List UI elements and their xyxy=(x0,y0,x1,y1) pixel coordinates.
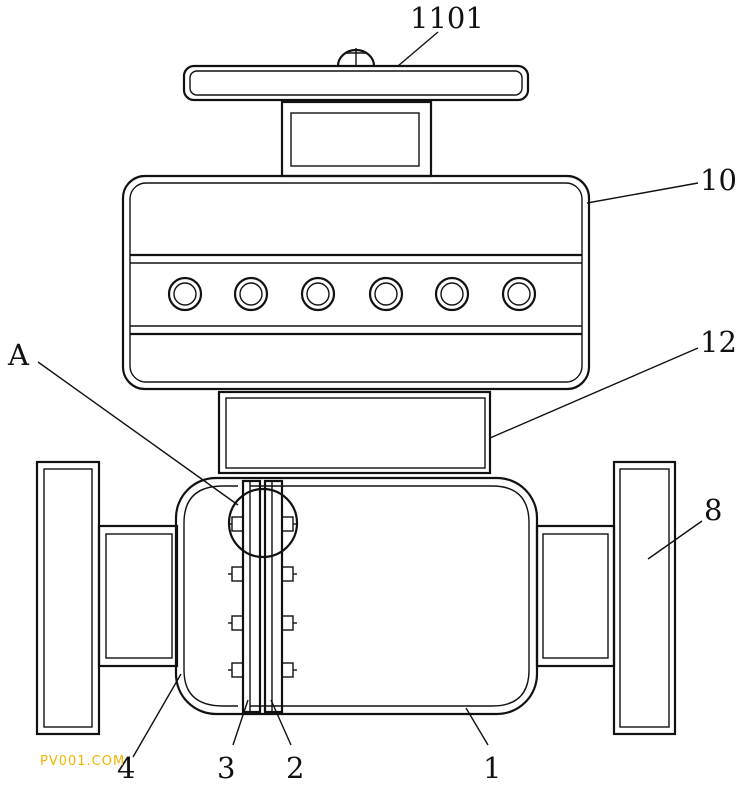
label-3: 3 xyxy=(217,751,235,785)
handwheel xyxy=(182,48,530,102)
label-1101: 1101 xyxy=(410,1,484,35)
label-4: 4 xyxy=(117,751,135,785)
left-flange xyxy=(35,460,179,736)
connector-block xyxy=(217,390,492,475)
label-1: 1 xyxy=(483,751,501,785)
flange-plates xyxy=(241,479,284,714)
actuator-neck xyxy=(280,100,433,178)
actuator-housing xyxy=(121,174,591,391)
label-8: 8 xyxy=(704,493,722,527)
label-12: 12 xyxy=(700,325,737,359)
leader-lines xyxy=(37,31,703,758)
label-a: A xyxy=(7,338,30,372)
label-10: 10 xyxy=(700,163,737,197)
indicator-circles xyxy=(167,276,537,312)
right-flange xyxy=(535,460,677,736)
bolts xyxy=(228,516,297,678)
watermark-text: PV001.COM xyxy=(40,754,125,769)
detail-circle-a xyxy=(227,487,299,559)
label-2: 2 xyxy=(286,751,304,785)
